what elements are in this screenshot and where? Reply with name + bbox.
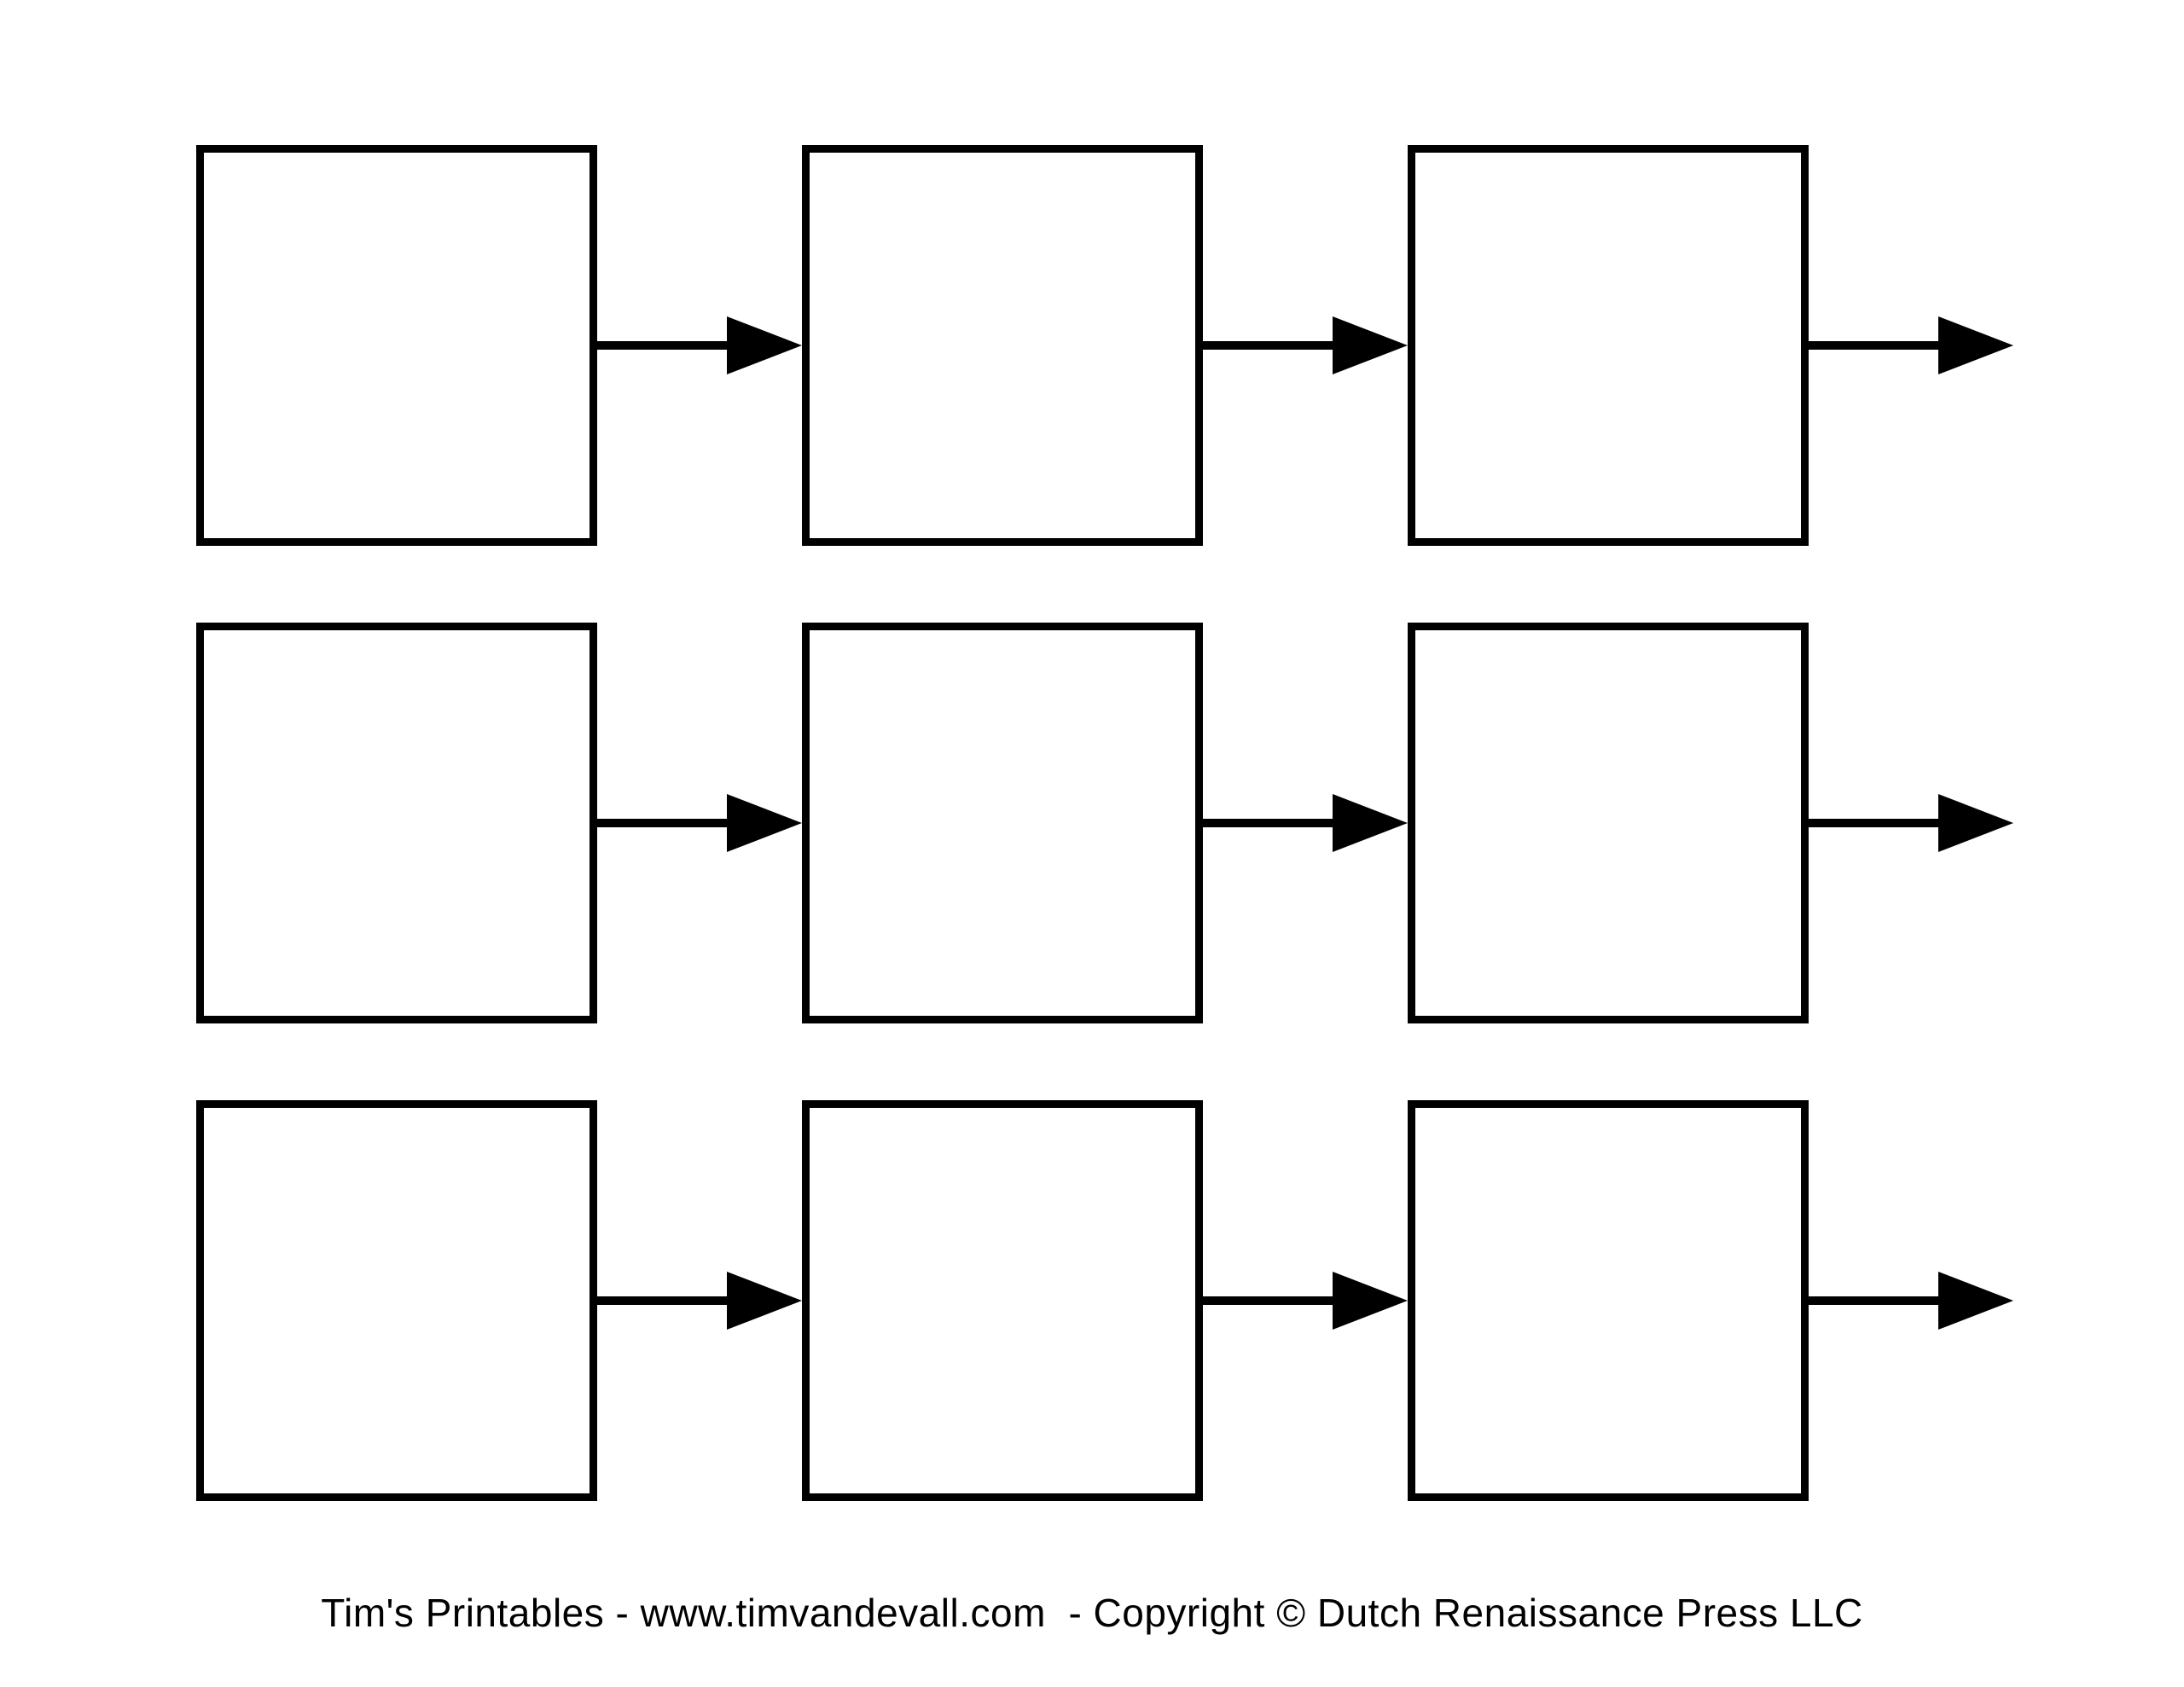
arrow-shaft: [597, 819, 738, 827]
right-arrow-icon: [1809, 793, 2013, 853]
arrowhead-icon: [1938, 794, 2013, 852]
arrowhead-icon: [1938, 316, 2013, 374]
right-arrow-icon: [1203, 316, 1408, 375]
arrow-shaft: [1809, 341, 1949, 350]
arrow-shaft: [597, 1296, 738, 1305]
right-arrow-icon: [597, 793, 802, 853]
flow-box: [802, 1100, 1203, 1501]
arrowhead-icon: [1333, 316, 1408, 374]
right-arrow-icon: [597, 1271, 802, 1330]
arrow-shaft: [1203, 341, 1344, 350]
flow-box: [196, 623, 597, 1023]
right-arrow-icon: [1809, 1271, 2013, 1330]
arrow-shaft: [597, 341, 738, 350]
arrow-shaft: [1809, 1296, 1949, 1305]
arrowhead-icon: [1333, 1272, 1408, 1330]
arrowhead-icon: [727, 316, 802, 374]
flow-box: [1408, 145, 1809, 546]
flow-row-3: [196, 1100, 2013, 1501]
flow-box: [1408, 1100, 1809, 1501]
right-arrow-icon: [1203, 793, 1408, 853]
footer-credit: Tim's Printables - www.timvandevall.com …: [321, 1591, 1863, 1635]
flow-box: [1408, 623, 1809, 1023]
arrow-shaft: [1203, 1296, 1344, 1305]
flow-box: [196, 1100, 597, 1501]
right-arrow-icon: [1203, 1271, 1408, 1330]
arrowhead-icon: [1333, 794, 1408, 852]
arrowhead-icon: [727, 794, 802, 852]
arrow-shaft: [1809, 819, 1949, 827]
arrowhead-icon: [727, 1272, 802, 1330]
flow-box: [802, 145, 1203, 546]
flow-box: [196, 145, 597, 546]
flow-row-1: [196, 145, 2013, 546]
right-arrow-icon: [597, 316, 802, 375]
right-arrow-icon: [1809, 316, 2013, 375]
arrow-shaft: [1203, 819, 1344, 827]
flow-row-2: [196, 623, 2013, 1023]
flow-box: [802, 623, 1203, 1023]
arrowhead-icon: [1938, 1272, 2013, 1330]
